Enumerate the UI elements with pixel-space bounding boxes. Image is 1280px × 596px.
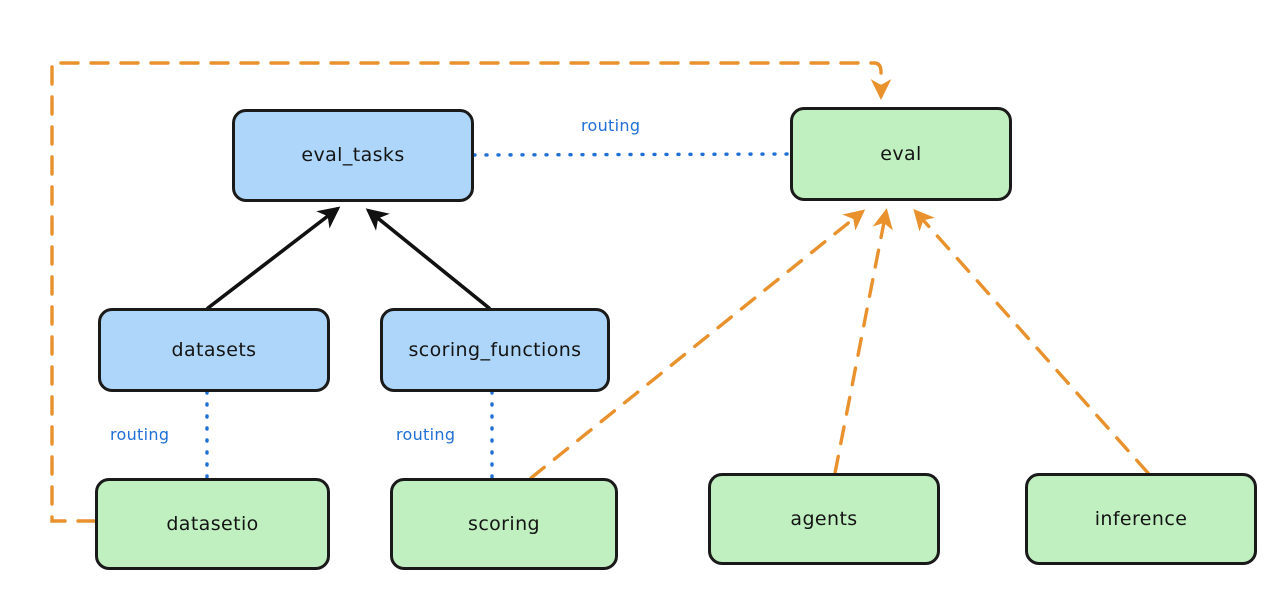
node-label-eval: eval (880, 142, 922, 165)
node-label-datasets: datasets (171, 338, 257, 361)
node-label-inference: inference (1094, 507, 1188, 530)
node-eval-tasks[interactable]: eval_tasks (232, 109, 474, 202)
edge-label-routing-datasets-datasetio: routing (110, 425, 170, 444)
edge-label-routing-scoring-functions-scoring: routing (396, 425, 456, 444)
edge-agents-to-eval (833, 208, 893, 475)
edge-inference-to-eval (913, 209, 1150, 475)
node-label-scoring: scoring (468, 512, 540, 535)
node-scoring[interactable]: scoring (390, 478, 618, 570)
node-label-scoring-functions: scoring_functions (408, 338, 582, 361)
edge-datasets-to-eval_tasks (206, 206, 341, 310)
node-datasetio[interactable]: datasetio (95, 478, 330, 570)
node-eval[interactable]: eval (790, 107, 1012, 201)
node-agents[interactable]: agents (708, 473, 940, 565)
node-label-eval-tasks: eval_tasks (301, 144, 405, 167)
node-inference[interactable]: inference (1025, 473, 1257, 565)
edge-datasetio-to-eval (50, 61, 892, 523)
node-datasets[interactable]: datasets (98, 308, 330, 392)
edge-scoring_functions-to-eval_tasks (365, 208, 491, 310)
edge-eval_tasks-to-eval (472, 152, 792, 157)
edge-scoring-to-eval (529, 209, 866, 480)
node-label-datasetio: datasetio (166, 512, 259, 535)
edge-label-routing-eval-tasks-eval: routing (581, 116, 641, 135)
node-scoring-functions[interactable]: scoring_functions (380, 308, 610, 392)
node-label-agents: agents (790, 507, 858, 530)
